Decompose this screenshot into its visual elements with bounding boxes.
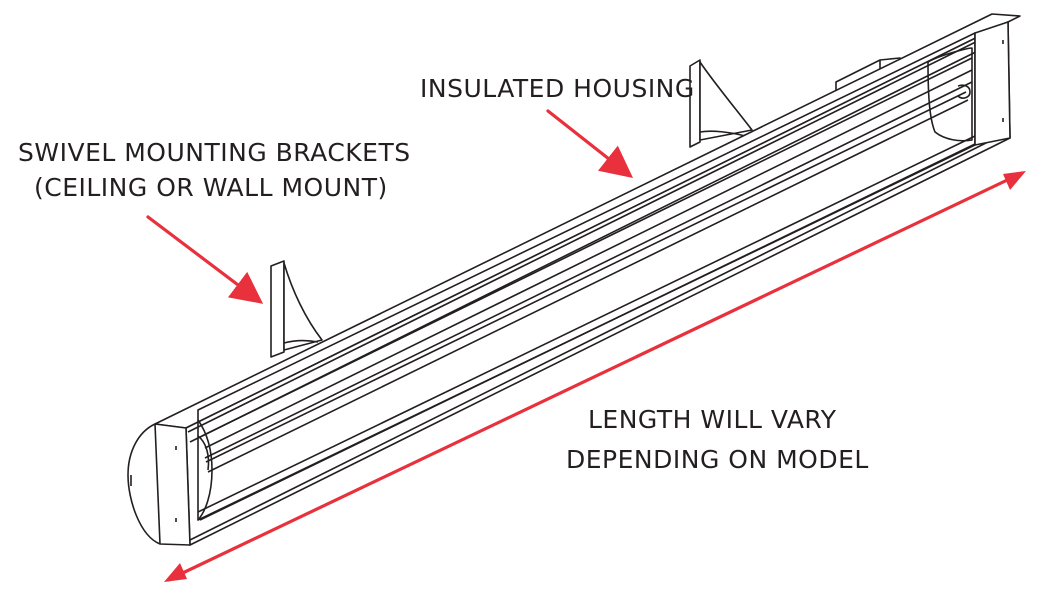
- heater-illustration: [127, 13, 1021, 546]
- label-brackets-line2: (CEILING OR WALL MOUNT): [34, 173, 388, 202]
- arrowhead-length-top: [1003, 171, 1026, 190]
- arrow-length: [166, 171, 1024, 582]
- label-length-line2: DEPENDING ON MODEL: [566, 445, 869, 474]
- label-length-line1: LENGTH WILL VARY: [588, 405, 837, 434]
- length-arrowheads: [164, 171, 1026, 582]
- arrow-swivel-bracket: [146, 215, 264, 304]
- arrowhead-length-bottom: [164, 563, 187, 582]
- arrow-insulated-housing: [546, 109, 634, 178]
- label-insulated-housing: INSULATED HOUSING: [420, 74, 695, 103]
- insulated-housing: [127, 13, 1021, 546]
- label-brackets-line1: SWIVEL MOUNTING BRACKETS: [18, 138, 411, 167]
- swivel-bracket-right: [689, 59, 753, 148]
- swivel-bracket-left: [270, 260, 323, 358]
- arrows: [146, 109, 1024, 582]
